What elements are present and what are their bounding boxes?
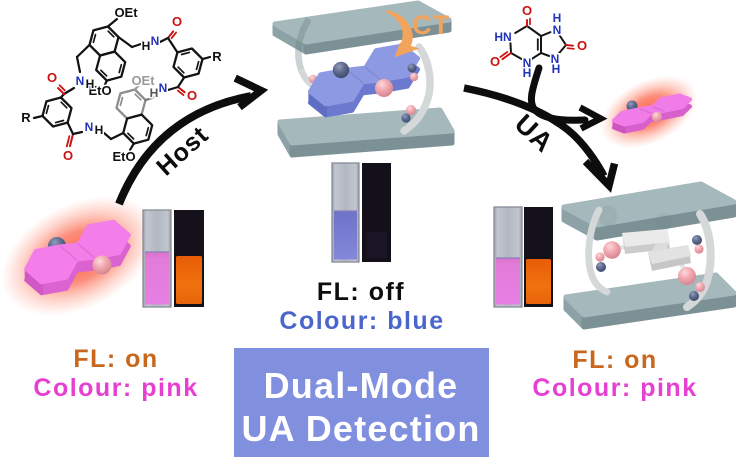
svg-text:N: N [523,56,532,70]
svg-text:Colour: pink: Colour: pink [33,374,198,402]
svg-text:N: N [159,81,168,95]
svg-text:N: N [553,23,562,37]
svg-text:Host: Host [151,121,214,182]
svg-text:R: R [21,110,31,125]
svg-text:O: O [63,148,73,163]
svg-text:EtO: EtO [112,149,135,164]
svg-text:H: H [86,77,95,91]
svg-text:FL: on: FL: on [73,345,158,373]
svg-text:H: H [150,86,159,100]
svg-text:O: O [577,38,587,53]
svg-text:N: N [85,120,94,134]
svg-text:N: N [551,52,560,66]
svg-text:Colour: pink: Colour: pink [532,374,697,402]
svg-text:H: H [553,11,562,25]
svg-text:EtO: EtO [88,83,111,98]
svg-text:CT: CT [412,10,450,40]
svg-text:N: N [151,34,160,48]
svg-text:OEt: OEt [114,5,138,20]
svg-text:UA Detection: UA Detection [241,408,480,449]
svg-text:O: O [187,88,197,103]
svg-text:O: O [522,3,532,18]
svg-text:O: O [47,70,57,85]
svg-text:O: O [490,54,500,69]
svg-text:FL: off: FL: off [317,278,405,306]
svg-text:Dual-Mode: Dual-Mode [264,365,459,406]
svg-text:O: O [172,14,182,29]
svg-text:H: H [95,123,104,137]
svg-text:H: H [523,66,532,80]
svg-text:HN: HN [494,30,511,44]
svg-text:N: N [76,74,85,88]
svg-text:OEt: OEt [131,73,155,88]
svg-text:H: H [552,62,561,76]
svg-text:R: R [212,49,222,64]
svg-text:Colour: blue: Colour: blue [279,307,444,335]
svg-text:FL: on: FL: on [572,346,657,374]
svg-text:H: H [142,39,151,53]
